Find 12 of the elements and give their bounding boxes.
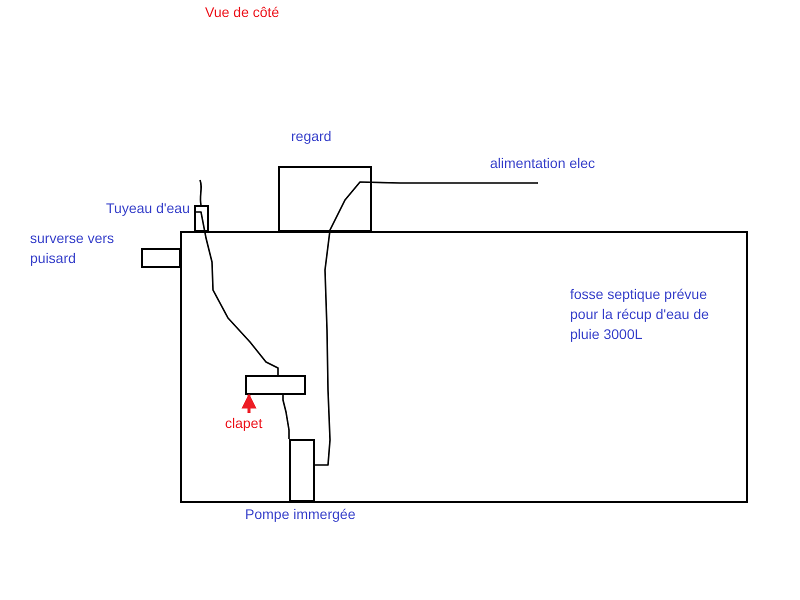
- manhole-label: regard: [291, 127, 332, 146]
- water-pipe: [282, 395, 290, 439]
- pump-label: Pompe immergée: [245, 505, 356, 524]
- diagram-title: Vue de côté: [205, 3, 280, 22]
- pipe-label: Tuyeau d'eau: [106, 199, 191, 218]
- water-pipe: [194, 211, 279, 375]
- overflow-label: surverse vers puisard: [30, 229, 116, 268]
- valve-label: clapet: [225, 413, 262, 433]
- arrow: [242, 394, 256, 413]
- cable-label: alimentation elec: [490, 154, 596, 173]
- power-cable: [315, 181, 538, 466]
- tank-label: fosse septique prévue pour la récup d'eau de pluie 3000L: [570, 285, 710, 344]
